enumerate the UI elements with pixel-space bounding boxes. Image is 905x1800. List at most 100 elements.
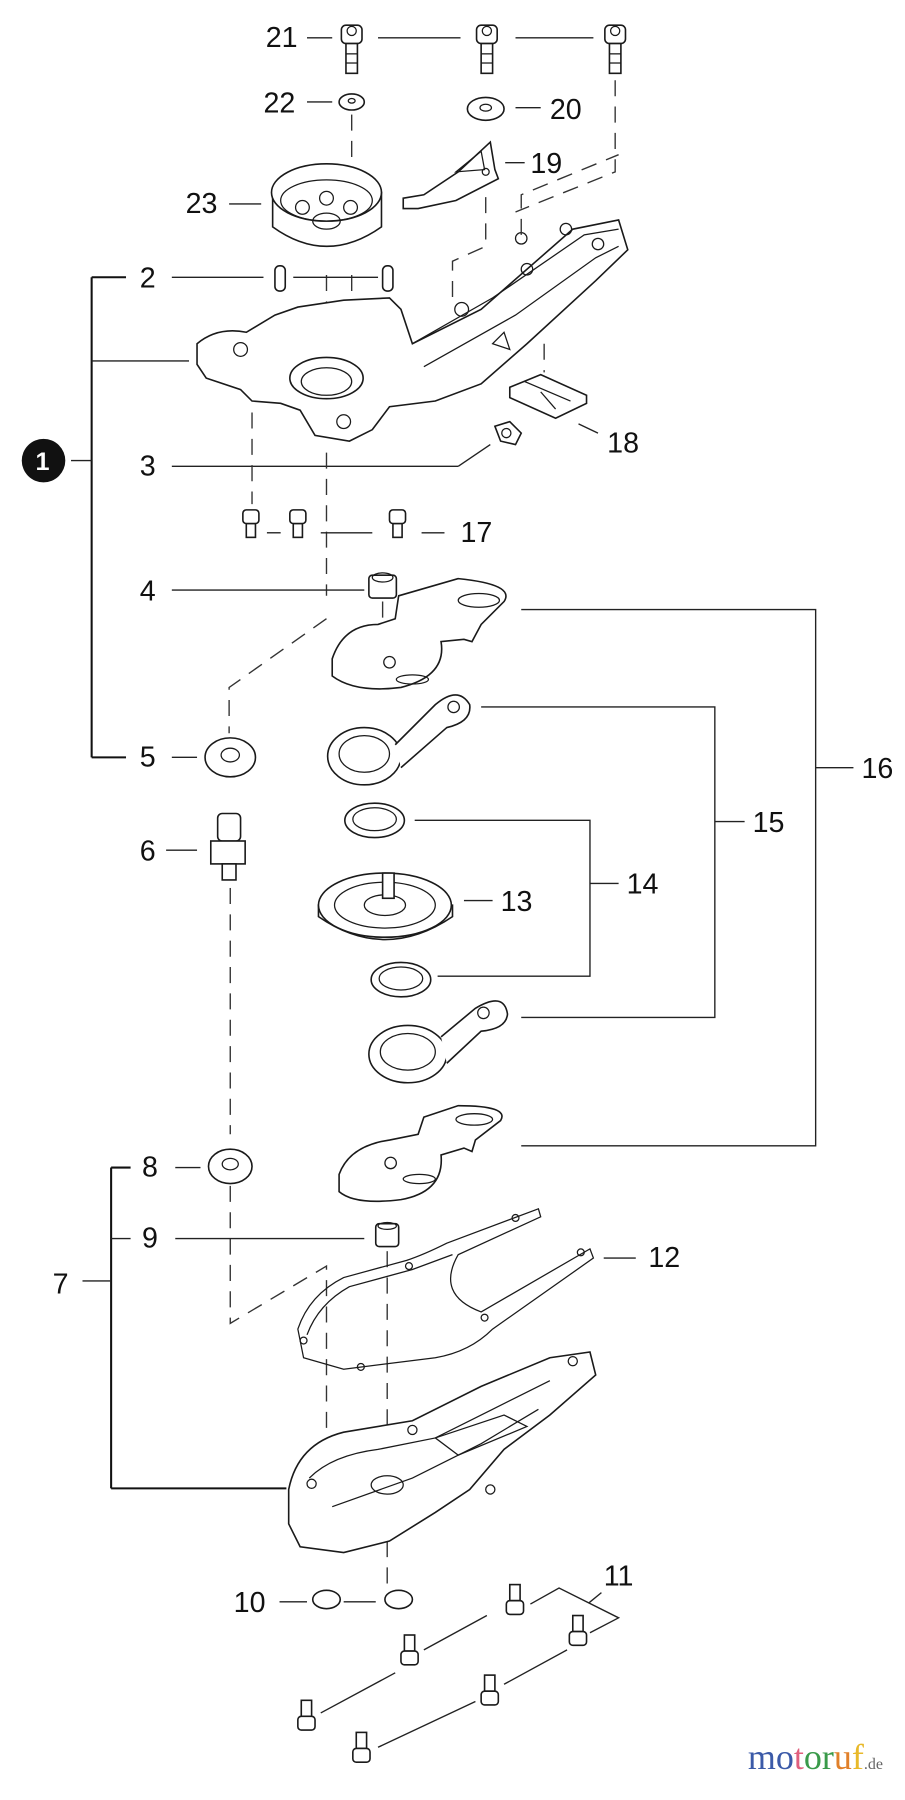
leader-line (457, 443, 491, 467)
screw-21c-icon (604, 24, 627, 75)
callout-label: 6 (140, 835, 156, 867)
needle-bearing-14-top-icon (344, 802, 406, 839)
callout-label: 19 (530, 148, 562, 180)
connecting-rod-15-bottom-icon (368, 1000, 509, 1084)
callout-label: 22 (263, 87, 295, 119)
callout-label: 14 (627, 869, 659, 901)
callout-3[interactable]: 3 (140, 443, 491, 483)
callout-label: 7 (53, 1269, 69, 1301)
badge-circle (21, 438, 66, 483)
leader-line (588, 1592, 602, 1604)
assembly-7-bracket (82, 1166, 287, 1490)
callout-label: 16 (861, 753, 893, 785)
callout-9[interactable]: 9 (142, 1223, 365, 1255)
callout-label: 9 (142, 1223, 158, 1255)
callout-label: 18 (607, 428, 639, 460)
callout-13[interactable]: 13 (463, 886, 533, 918)
callout-2[interactable]: 2 (140, 263, 379, 295)
assembly-axis (451, 197, 487, 308)
screw-11-icon (297, 1583, 588, 1763)
washer-20-icon (466, 96, 505, 122)
lower-gear-case-icon (287, 1351, 597, 1554)
callout-7[interactable]: 7 (53, 1269, 69, 1301)
grease-nipple-icon (493, 420, 523, 446)
watermark-letter: t (793, 1737, 804, 1777)
callout-label: 10 (234, 1587, 266, 1619)
callout-17[interactable]: 17 (266, 517, 493, 549)
callout-21[interactable]: 21 (266, 22, 594, 54)
callout-23[interactable]: 23 (186, 188, 262, 220)
callout-label: 20 (550, 94, 582, 126)
plate-16-bottom-icon (338, 1104, 503, 1203)
plug-10-icon (311, 1589, 414, 1610)
watermark-letter: f (851, 1737, 864, 1777)
assembly-badge-1[interactable]: 1 (21, 438, 66, 483)
assembly-axis (515, 80, 616, 213)
plate-16-top-icon (331, 577, 507, 690)
callout-label: 2 (140, 263, 156, 295)
gear-13-icon (317, 872, 454, 941)
callout-11[interactable]: 11 (320, 1561, 634, 1748)
watermark-logo: motoruf.de (748, 1736, 883, 1778)
dowel-pin-icon (274, 265, 394, 292)
drum-23-icon (270, 163, 383, 248)
gasket-12-icon (297, 1207, 595, 1371)
callout-label: 13 (501, 886, 533, 918)
spacer-18-icon (508, 373, 588, 420)
ball-bearing-8-icon (207, 1148, 253, 1185)
callout-label: 4 (140, 575, 156, 607)
callout-22[interactable]: 22 (263, 87, 333, 119)
watermark-letter: o (803, 1737, 822, 1777)
callout-4[interactable]: 4 (140, 575, 365, 607)
ball-bearing-5-icon (204, 737, 257, 778)
callout-5[interactable]: 5 (140, 742, 198, 774)
needle-bearing-4-icon (368, 572, 398, 599)
watermark-suffix: .de (863, 1756, 883, 1773)
washer-22-icon (338, 93, 366, 111)
callout-10[interactable]: 10 (234, 1587, 376, 1619)
needle-bearing-9-icon (374, 1221, 400, 1248)
bracket-line (521, 608, 817, 1147)
callout-12[interactable]: 12 (603, 1242, 681, 1274)
watermark-letter: u (833, 1737, 852, 1777)
leader-line (578, 423, 599, 434)
assembly-axis (228, 618, 327, 734)
leader-line (423, 1614, 488, 1651)
callout-label: 23 (186, 188, 218, 220)
callout-20[interactable]: 20 (515, 94, 582, 126)
screw-17-icon (242, 509, 407, 539)
assembly-axis (229, 1185, 328, 1501)
assembly-axis (520, 154, 619, 235)
pinion-shaft-6-icon (209, 812, 246, 881)
callout-14[interactable]: 14 (414, 819, 659, 977)
callout-6[interactable]: 6 (140, 835, 198, 867)
upper-gear-case-icon (196, 219, 629, 442)
callout-label: 8 (142, 1152, 158, 1184)
watermark-letter: m (747, 1737, 776, 1777)
callout-label: 12 (648, 1242, 680, 1274)
screw-21a-icon (340, 24, 363, 75)
needle-bearing-14-bottom-icon (370, 961, 432, 998)
callout-15[interactable]: 15 (481, 706, 784, 1019)
callout-label: 3 (140, 450, 156, 482)
connecting-rod-15-top-icon (326, 694, 471, 786)
callout-19[interactable]: 19 (505, 148, 562, 180)
screw-21b-icon (475, 24, 498, 75)
badge-label: 1 (36, 448, 50, 476)
callout-16[interactable]: 16 (521, 608, 893, 1147)
leader-line (320, 1672, 396, 1714)
guide-plate-19-icon (402, 140, 500, 210)
watermark-letter: r (821, 1737, 834, 1777)
callout-label: 5 (140, 742, 156, 774)
leader-line (503, 1649, 568, 1685)
callout-label: 11 (604, 1561, 634, 1593)
callout-label: 21 (266, 22, 298, 54)
callout-8[interactable]: 8 (142, 1152, 201, 1184)
callout-18[interactable]: 18 (578, 423, 639, 460)
bracket-line (481, 706, 716, 1019)
leader-line (377, 1700, 476, 1748)
callout-label: 17 (461, 517, 493, 549)
assembly-1-bracket (71, 276, 190, 759)
watermark-letter: o (775, 1737, 794, 1777)
